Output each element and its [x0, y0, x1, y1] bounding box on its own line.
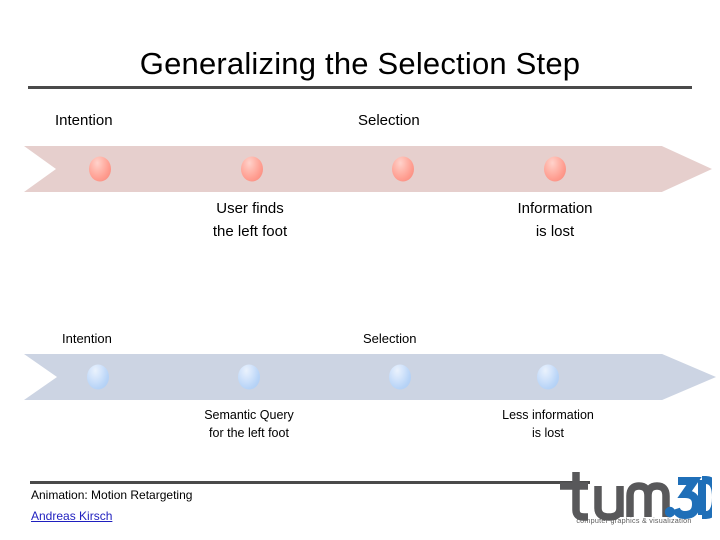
arrow-shape-red-icon	[24, 146, 712, 192]
pipeline-dot	[544, 156, 566, 182]
caption-line: Semantic Query	[204, 408, 294, 422]
caption-line: the left foot	[212, 222, 288, 240]
pipeline-dot	[87, 364, 109, 390]
stage-label-intention-current: Intention	[55, 112, 113, 129]
caption-information-is-lost: Information is lost	[455, 198, 655, 243]
pipeline-arrow-current	[0, 146, 712, 192]
footer-subject: Animation: Motion Retargeting	[31, 488, 193, 502]
caption-line: Less information	[502, 408, 594, 422]
caption-line: Information	[517, 200, 593, 217]
stage-label-selection-current: Selection	[358, 112, 420, 129]
caption-less-information-is-lost: Less information is lost	[448, 406, 648, 442]
caption-line: User finds	[216, 200, 284, 217]
footer-author-link[interactable]: Andreas Kirsch	[31, 509, 113, 523]
caption-user-finds-left-foot: User finds the left foot	[150, 198, 350, 243]
caption-line: is lost	[535, 222, 575, 240]
logo-tagline: computer graphics & visualization	[576, 516, 692, 525]
pipeline-dot	[241, 156, 263, 182]
title-divider	[28, 86, 692, 89]
page-title: Generalizing the Selection Step	[139, 46, 581, 81]
caption-line: is lost	[532, 426, 564, 441]
caption-line: for the left foot	[209, 426, 289, 441]
pipeline-dot	[537, 364, 559, 390]
pipeline-dot	[238, 364, 260, 390]
footer-divider	[30, 481, 590, 484]
stage-label-selection-proposed: Selection	[363, 331, 417, 346]
pipeline-dot	[389, 364, 411, 390]
pipeline-dot	[392, 156, 414, 182]
stage-label-intention-proposed: Intention	[62, 331, 112, 346]
tum-3d-logo	[560, 472, 712, 521]
caption-semantic-query: Semantic Query for the left foot	[149, 406, 349, 442]
pipeline-dot	[89, 156, 111, 182]
